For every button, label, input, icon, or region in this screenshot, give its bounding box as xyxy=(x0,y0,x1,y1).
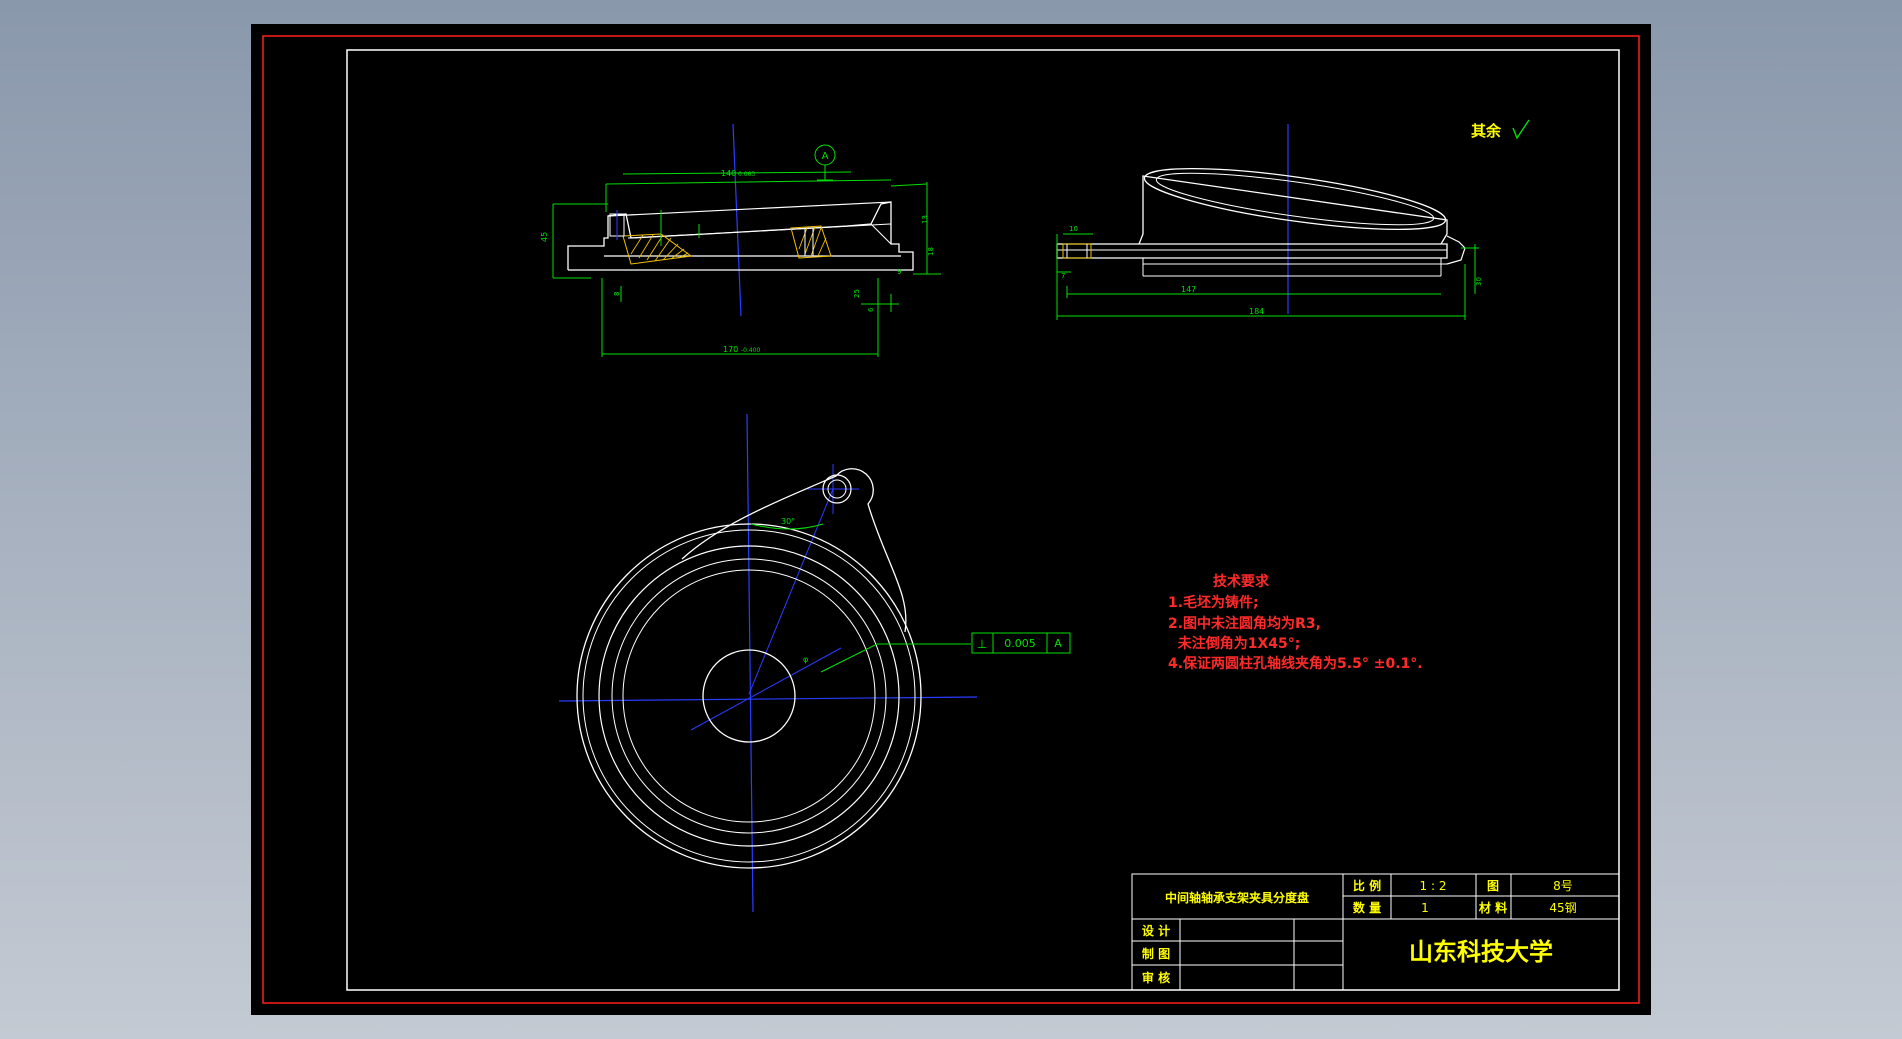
scale-label: 比 例 xyxy=(1353,878,1381,893)
school-name: 山东科技大学 xyxy=(1409,938,1553,966)
diameter-mark: φ xyxy=(803,655,808,664)
material-label: 材 料 xyxy=(1478,900,1507,915)
review-label: 审 核 xyxy=(1142,970,1170,985)
dim-45: 45 xyxy=(540,232,549,242)
dim-7: 7 xyxy=(1061,272,1065,280)
tech-req-item-4: 4.保证两圆柱孔轴线夹角为5.5° ±0.1°. xyxy=(1168,655,1423,672)
surface-finish-label: 其余 xyxy=(1471,122,1502,140)
section-hatch-right xyxy=(790,225,832,259)
tolerance-frame: ⊥ 0.005 A xyxy=(971,632,1071,654)
inner-frame xyxy=(346,49,1620,991)
dim-6: 6 xyxy=(867,307,875,312)
dim-140-tol: 0.063 xyxy=(738,171,755,178)
drawing-no-value: 8号 xyxy=(1553,879,1573,893)
tolerance-datum: A xyxy=(1054,637,1062,650)
plan-outline xyxy=(681,468,907,633)
dim-170-tol: -0.400 xyxy=(741,347,761,354)
dim-140: 140 xyxy=(721,169,736,178)
dim-184: 184 xyxy=(1249,307,1264,316)
angle-30: 30° xyxy=(781,517,795,526)
front-section-view: A 140 0.063 170 -0.400 45 13 8 18 25 6 9 xyxy=(540,123,941,357)
outer-frame xyxy=(262,35,1640,1004)
dim-147: 147 xyxy=(1181,285,1196,294)
drawing-no-label: 图 xyxy=(1487,879,1499,893)
section-hatch-left xyxy=(622,233,693,265)
tolerance-symbol: ⊥ xyxy=(977,637,987,651)
cad-drawing: A 140 0.063 170 -0.400 45 13 8 18 25 6 9 xyxy=(262,35,1640,1004)
dim-8: 8 xyxy=(613,292,621,296)
material-value: 45钢 xyxy=(1549,901,1576,915)
dim-10: 10 xyxy=(1069,225,1078,233)
drawing-title: 中间轴轴承支架夹具分度盘 xyxy=(1165,890,1309,905)
tech-req-item-2: 2.图中未注圆角均为R3, xyxy=(1168,615,1321,632)
dim-13: 13 xyxy=(921,215,929,224)
tech-req-heading: 技术要求 xyxy=(1213,573,1270,590)
tech-req-item-1: 1.毛坯为铸件; xyxy=(1168,594,1259,611)
tolerance-value: 0.005 xyxy=(1004,637,1036,650)
datum-label: A xyxy=(822,151,829,162)
quantity-label: 数 量 xyxy=(1353,900,1381,915)
design-label: 设 计 xyxy=(1142,923,1170,938)
draw-label: 制 图 xyxy=(1142,946,1170,961)
tech-requirements: 技术要求 1.毛坯为铸件; 2.图中未注圆角均为R3, 未注倒角为1X45°; … xyxy=(1168,573,1423,672)
dim-170: 170 xyxy=(723,345,738,354)
quantity-value: 1 xyxy=(1421,901,1429,915)
cad-drawing-canvas: A 140 0.063 170 -0.400 45 13 8 18 25 6 9 xyxy=(251,24,1651,1015)
side-view: 147 184 10 7 30 xyxy=(1056,124,1483,320)
title-block xyxy=(1131,873,1620,991)
surface-finish-note: 其余 xyxy=(1471,119,1530,140)
dim-9: 9 xyxy=(897,268,901,276)
dim-25: 25 xyxy=(853,289,861,298)
scale-value: 1 : 2 xyxy=(1420,879,1447,893)
tech-req-item-3: 未注倒角为1X45°; xyxy=(1168,635,1300,652)
dim-30: 30 xyxy=(1475,277,1483,286)
dim-18: 18 xyxy=(927,247,935,256)
plan-view: 30° φ ⊥ 0.005 A xyxy=(558,413,1071,913)
